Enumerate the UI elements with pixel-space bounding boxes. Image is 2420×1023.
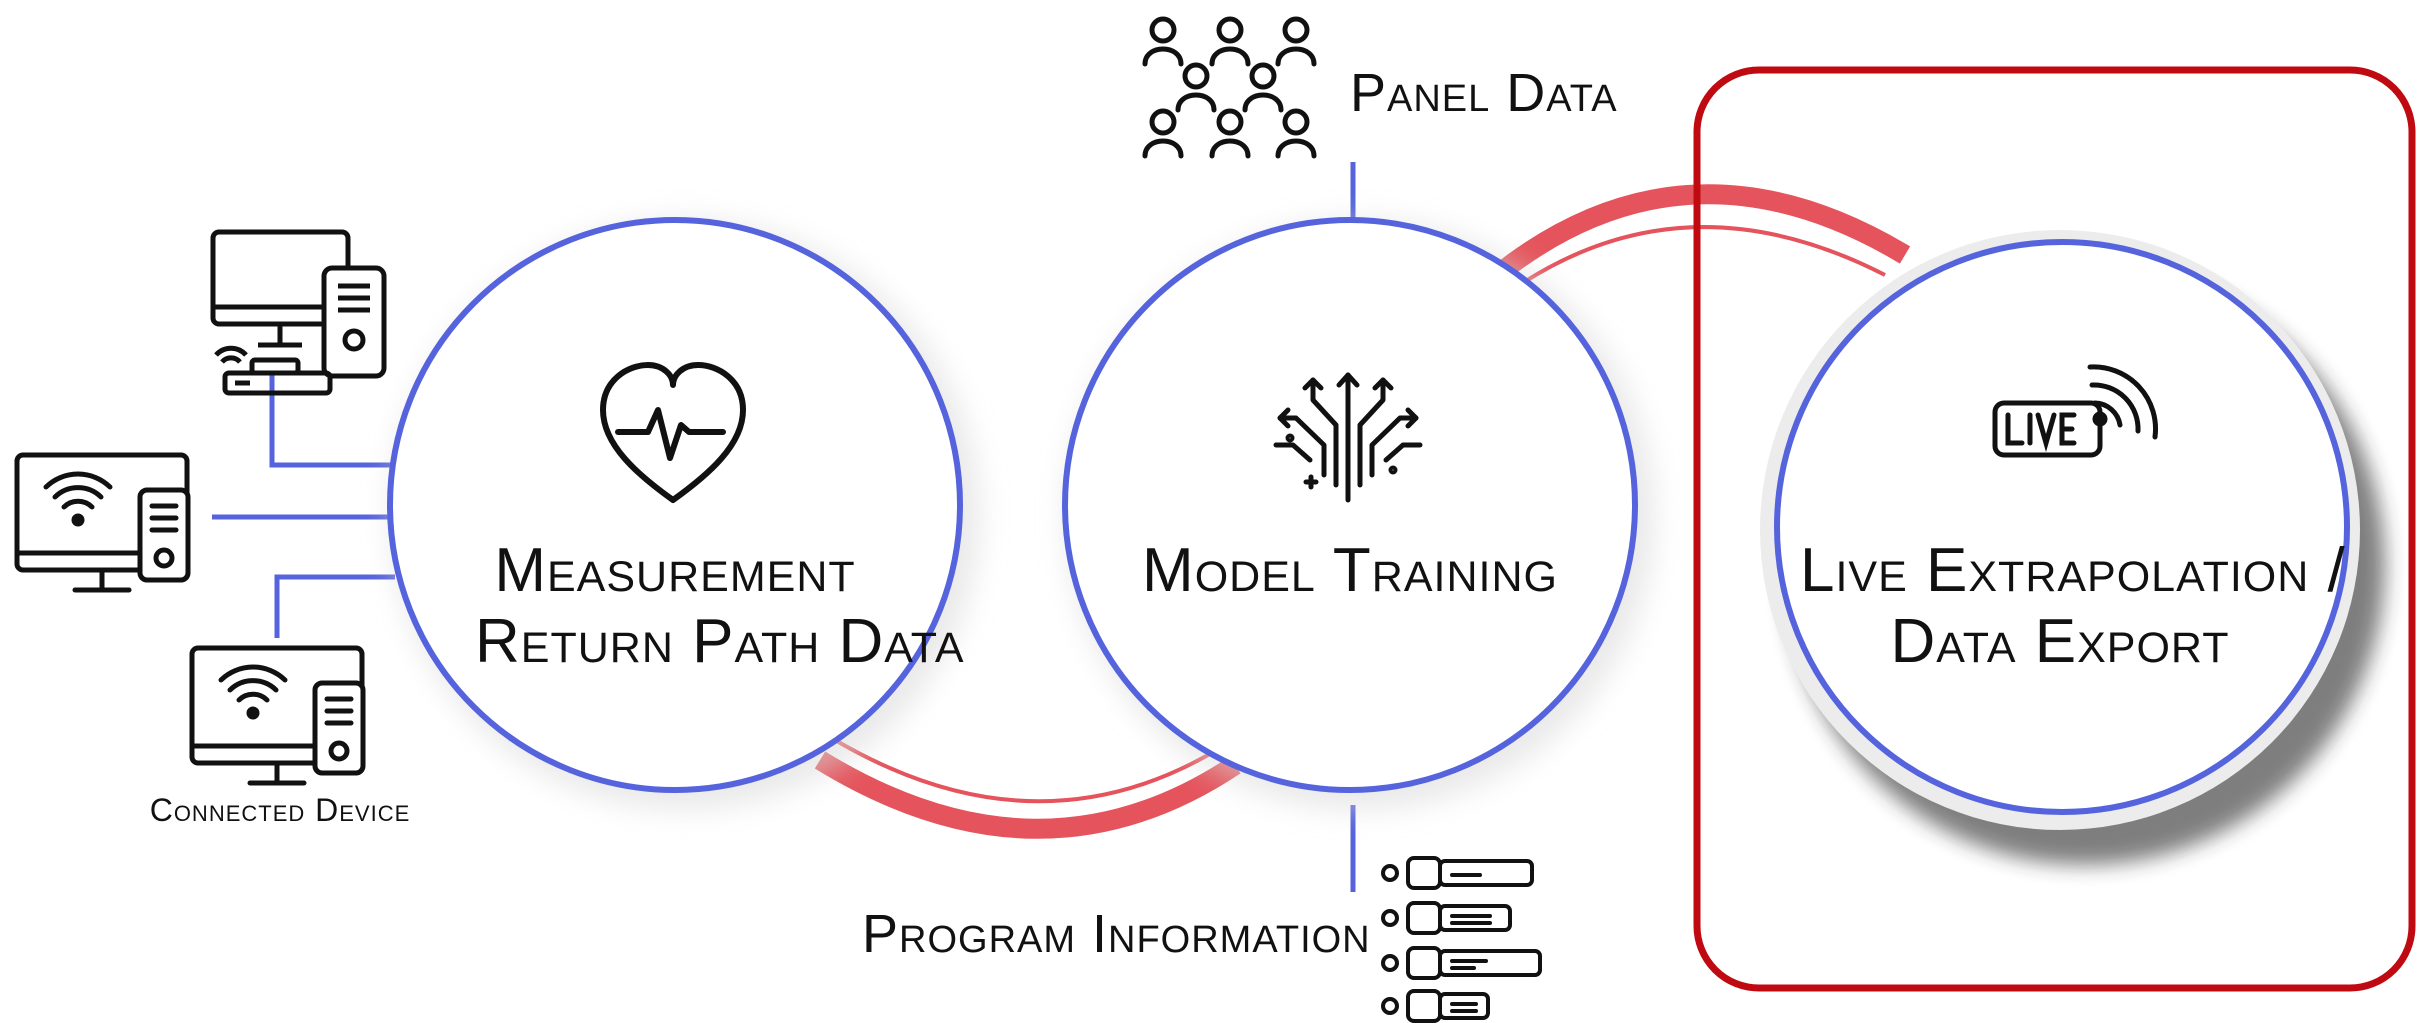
panel-data-label: Panel Data (1350, 63, 1618, 123)
stage-label-live-extrapolation: Live Extrapolation / Data Export (1800, 535, 2346, 678)
stage-label-live-extrapolation-line1: Live Extrapolation / (1800, 536, 2346, 605)
stage-circle-model-training (1062, 217, 1655, 810)
device-line-bottom (274, 574, 395, 638)
connector-arc-measurement-model (814, 738, 1241, 839)
branching-arrows-icon (1273, 372, 1423, 503)
tv-remote-icon-bottom (189, 645, 366, 786)
connector-arc-model-live (1478, 184, 1911, 297)
device-connector-lines (212, 162, 1356, 892)
program-information-label: Program Information (862, 904, 1371, 964)
stage-circle-live-extrapolation (1760, 230, 2385, 865)
heartbeat-icon (600, 362, 746, 503)
tv-remote-icon-middle (14, 452, 191, 593)
stage-label-model-training: Model Training (1130, 535, 1570, 606)
stage-label-model-training-line1: Model Training (1142, 536, 1558, 605)
stage-label-measurement-line1: Measurement (494, 536, 856, 605)
stage-label-measurement: Measurement Return Path Data (475, 535, 965, 678)
tv-settop-remote-icon (210, 229, 387, 396)
connected-device-caption: Connected Device (149, 792, 411, 828)
program-list-icon (1381, 856, 1542, 1023)
live-broadcast-icon (1992, 364, 2159, 458)
stage-label-measurement-line2: Return Path Data (475, 607, 965, 677)
people-group-icon (1142, 16, 1317, 159)
highlight-box (1693, 66, 2416, 992)
stage-label-live-extrapolation-line2: Data Export (1890, 607, 2230, 677)
stage-circle-measurement (387, 217, 980, 810)
device-line-top (269, 372, 395, 468)
